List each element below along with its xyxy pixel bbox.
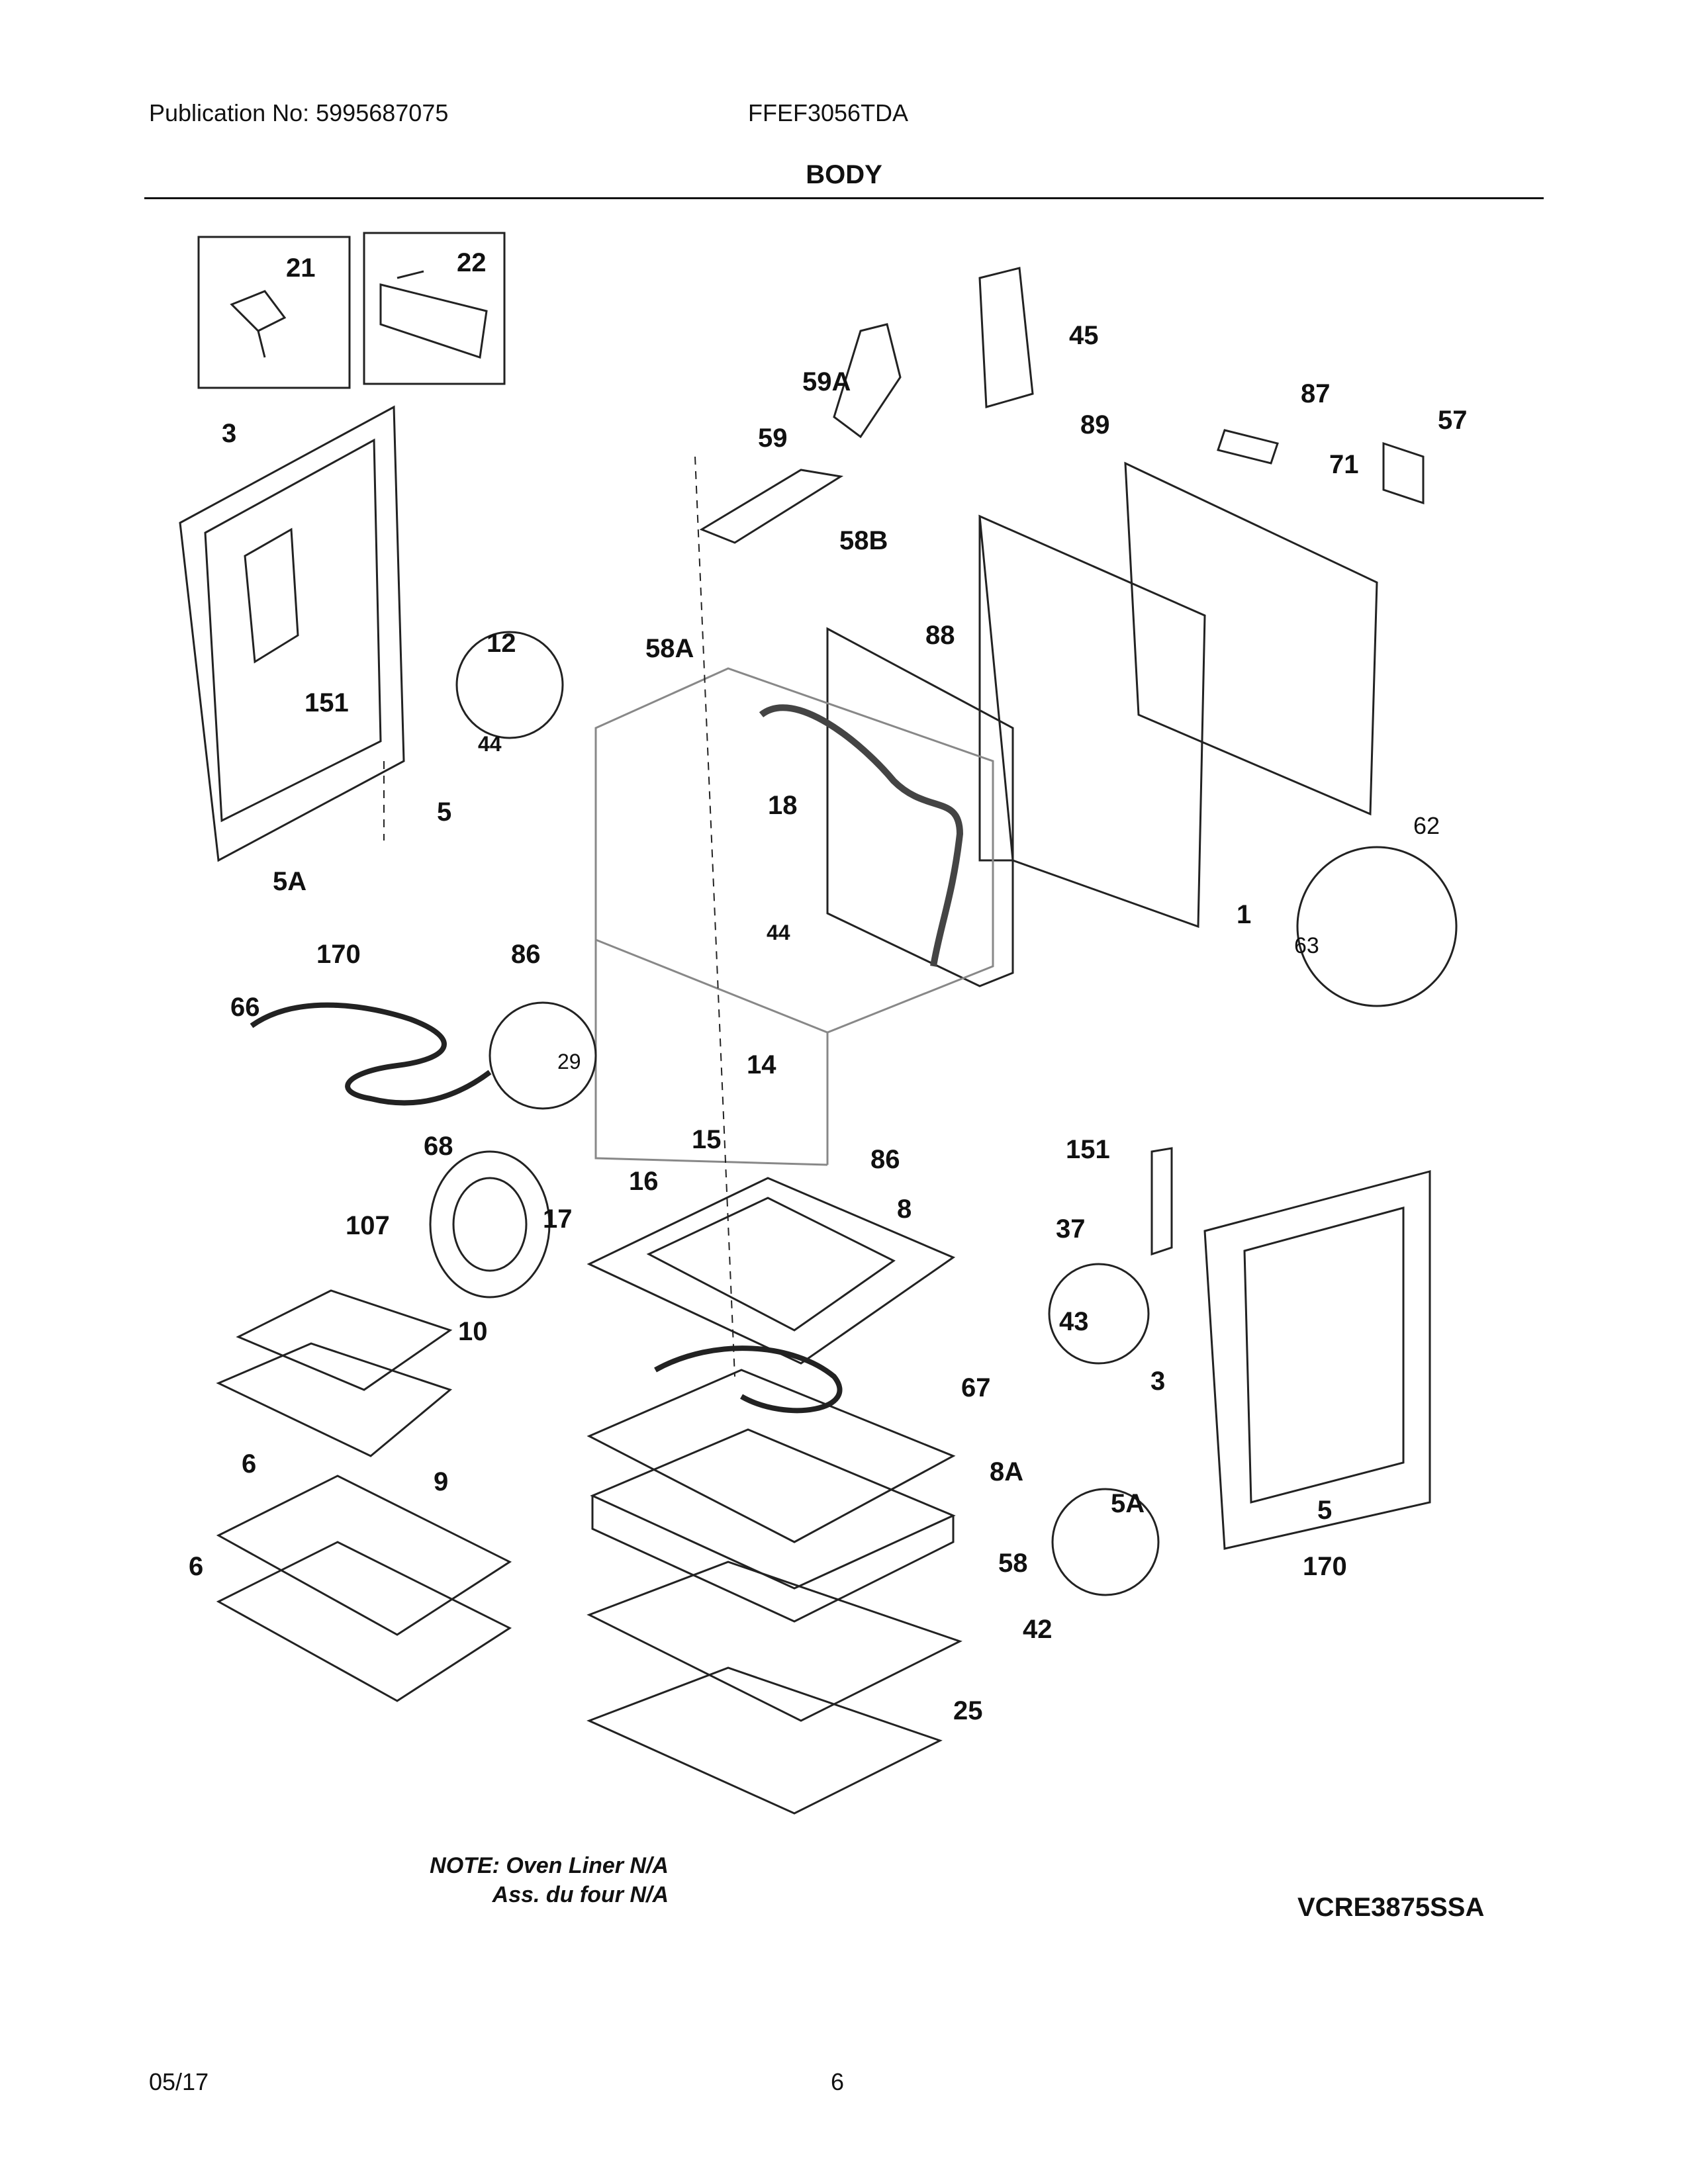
callout-15: 15 [692, 1125, 722, 1154]
callout-68: 68 [424, 1132, 453, 1161]
callout-6: 6 [242, 1449, 256, 1479]
oven-cavity [594, 667, 994, 1034]
callout-10: 10 [458, 1317, 488, 1346]
callout-12: 12 [487, 629, 516, 658]
insulation-pad [590, 1428, 956, 1590]
callout-17: 17 [543, 1205, 573, 1234]
callout-18: 18 [768, 791, 798, 820]
oven-rack-lower [216, 1541, 512, 1702]
inset-circle-29 [489, 1001, 597, 1110]
callout-8A: 8A [990, 1457, 1023, 1486]
callout-3-right: 3 [1150, 1367, 1165, 1396]
callout-5-right: 5 [1317, 1496, 1332, 1525]
publication-number: Publication No: 5995687075 [149, 99, 449, 126]
callout-1: 1 [1237, 900, 1251, 929]
callout-63: 63 [1294, 933, 1319, 958]
callout-86: 86 [511, 940, 541, 969]
callout-44: 44 [478, 732, 502, 756]
callout-8: 8 [897, 1195, 912, 1224]
right-door [1203, 1170, 1431, 1550]
callout-29: 29 [557, 1050, 581, 1073]
callout-5A-right: 5A [1111, 1489, 1145, 1518]
left-door [179, 405, 405, 862]
callout-86-right: 86 [870, 1145, 900, 1174]
callout-6-lower: 6 [189, 1552, 203, 1581]
callout-58B: 58B [839, 526, 888, 555]
callout-5: 5 [437, 797, 451, 827]
callout-58A: 58A [645, 634, 694, 663]
callout-170: 170 [316, 940, 361, 969]
callout-89: 89 [1080, 410, 1110, 439]
oven-rack-upper [216, 1475, 512, 1636]
base-panel [586, 1666, 943, 1815]
back-panel [1124, 461, 1378, 816]
callout-37: 37 [1056, 1214, 1086, 1244]
callout-5A: 5A [273, 867, 306, 896]
inset-circle-12 [455, 631, 564, 739]
footer-date: 05/17 [149, 2068, 209, 2095]
callout-22: 22 [457, 248, 487, 277]
frame [978, 514, 1206, 929]
callout-59: 59 [758, 424, 788, 453]
callout-42: 42 [1023, 1615, 1053, 1644]
callout-170-right: 170 [1303, 1552, 1347, 1581]
callout-67: 67 [961, 1373, 991, 1402]
callout-107: 107 [346, 1211, 390, 1240]
callout-62: 62 [1413, 812, 1440, 839]
inset-box-21 [197, 236, 351, 389]
inset-circle-62 [1296, 846, 1458, 1007]
callout-25: 25 [953, 1696, 983, 1725]
header-rule [144, 197, 1544, 199]
oven-bottom [586, 1177, 956, 1365]
callout-9: 9 [434, 1467, 448, 1496]
callout-57: 57 [1438, 406, 1468, 435]
callout-66: 66 [230, 993, 260, 1022]
diagram-code: VCRE3875SSA [1297, 1893, 1485, 1922]
fan-cover [429, 1150, 551, 1298]
model-number: FFEF3056TDA [748, 99, 909, 126]
section-title: BODY [806, 160, 882, 189]
exploded-parts-diagram: 21 22 45 59A 87 57 3 59 89 71 58B 151 12… [179, 232, 1468, 1815]
callout-43: 43 [1059, 1307, 1089, 1336]
note-line-2: Ass. du four N/A [492, 1882, 669, 1907]
callout-45: 45 [1069, 321, 1099, 350]
callout-59A: 59A [802, 367, 851, 396]
callout-16: 16 [629, 1167, 659, 1196]
callout-58: 58 [998, 1549, 1028, 1578]
callout-71: 71 [1329, 450, 1359, 479]
callout-87: 87 [1301, 379, 1331, 408]
inset-box-22 [363, 232, 506, 385]
callout-14: 14 [747, 1050, 776, 1079]
inset-circle-5A [1051, 1488, 1160, 1596]
callout-3: 3 [222, 419, 236, 448]
callout-151: 151 [305, 688, 349, 717]
note-line-1: NOTE: Oven Liner N/A [430, 1853, 669, 1878]
callout-88: 88 [925, 621, 955, 650]
page-number: 6 [831, 2068, 845, 2095]
callout-151-right: 151 [1066, 1135, 1110, 1164]
callout-44-lower: 44 [767, 921, 790, 944]
inset-circle-43 [1048, 1263, 1150, 1365]
callout-21: 21 [286, 253, 316, 283]
